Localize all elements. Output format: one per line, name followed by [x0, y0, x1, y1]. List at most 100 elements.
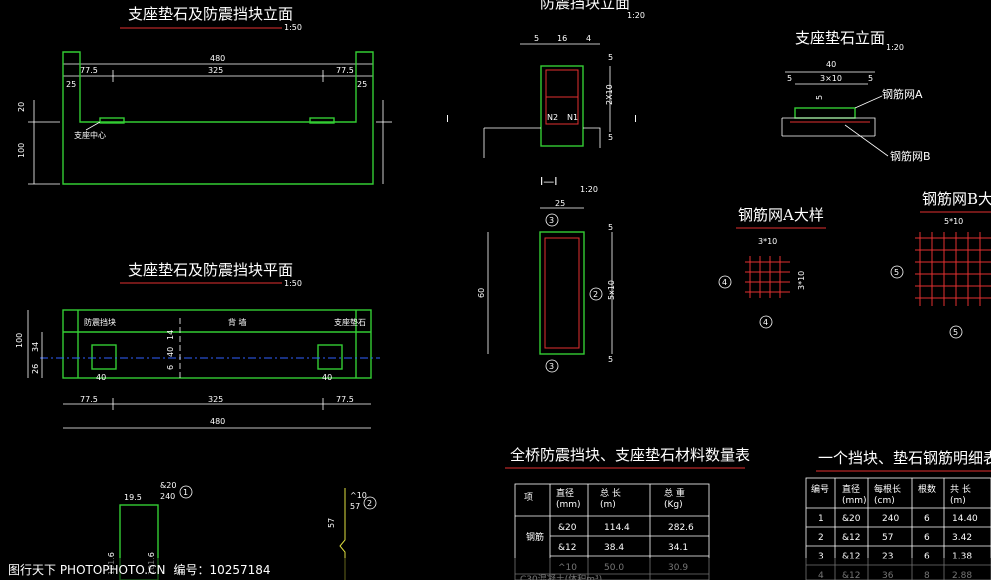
mat-h2-unit: (m) [600, 500, 616, 510]
mark-mesh-a-2: 4 [763, 318, 768, 327]
mark-sec-3a: 3 [549, 216, 554, 225]
elevation-title: 支座垫石及防震挡块立面 [128, 5, 293, 23]
dim-sec-w: 25 [555, 199, 565, 208]
rb-h4: 共 长 [950, 483, 971, 495]
dim-be-f: 5 [608, 133, 613, 142]
dim-be-d: 5 [608, 53, 613, 62]
dim-sec-u: 5 [608, 355, 613, 364]
rebar-table-title: 一个挡块、垫石钢筋明细表 [818, 449, 991, 467]
watermark-bar: 图行天下 PHOTOPHOTO.CN 编号：10257184 [0, 558, 991, 580]
rebar-cell: 240 [882, 514, 899, 524]
rebar-cell: 14.40 [952, 514, 978, 524]
watermark-id: 编号：10257184 [173, 562, 271, 577]
dim-h-top: 20 [17, 102, 26, 112]
elevation-scale: 1:50 [284, 23, 302, 32]
label-mesh-b: 钢筋网B [890, 149, 931, 163]
rb-h2: 每根长 [874, 483, 901, 495]
rb-h1: 直径 [842, 483, 860, 495]
materials-cell: &20 [558, 523, 577, 533]
mark-mesh-b-1: 5 [894, 268, 899, 277]
block-scale: 1:20 [627, 11, 645, 20]
materials-title: 全桥防震挡块、支座垫石材料数量表 [510, 446, 750, 464]
dim-mesh-a-b: 3*10 [797, 271, 806, 290]
section-view: I—I 1:20 25 60 5 5x10 5 3 2 3 [477, 175, 616, 373]
pad-title: 支座垫石立面 [795, 29, 885, 47]
dim-plan-a: 34 [31, 342, 40, 352]
mat-h1-unit: (mm) [556, 500, 581, 510]
rebar1-mark: 1 [183, 488, 188, 497]
label-block: 防震挡块 [84, 317, 116, 327]
label-n1: N1 [567, 113, 578, 122]
materials-cell: &12 [558, 543, 576, 553]
materials-cell: 34.1 [668, 543, 688, 553]
mark-mesh-a-1: 4 [722, 278, 727, 287]
dim-plan-left: 77.5 [80, 395, 98, 404]
label-wall: 背 墙 [228, 317, 247, 327]
section-scale: 1:20 [580, 185, 598, 194]
mat-h1: 直径 [556, 487, 574, 499]
mark-mesh-b-2: 5 [953, 328, 958, 337]
mesh-b-view: 钢筋网B大 5*10 5 5 [890, 190, 991, 339]
dim-sec-h: 60 [477, 288, 486, 298]
rebar2-dia: ^10 [350, 491, 367, 500]
dim-plan-h: 100 [15, 333, 24, 348]
dim-total: 480 [210, 54, 225, 63]
label-support-center: 支座中心 [74, 130, 106, 140]
watermark-site: 图行天下 PHOTOPHOTO.CN [8, 562, 166, 577]
label-mesh-a: 钢筋网A [882, 87, 923, 101]
block-elevation-view: 防震挡块立面 1:20 5 16 4 5 2X10 5 N2 N1 I I [446, 0, 645, 158]
dim-inset-r: 25 [357, 80, 367, 89]
label-sec-left: I [446, 114, 449, 125]
plan-title: 支座垫石及防震挡块平面 [128, 261, 293, 279]
plan-view: 支座垫石及防震挡块平面 1:50 防震挡块 背 墙 支座垫石 100 34 26… [15, 261, 380, 429]
rebar-cell: 1.38 [952, 552, 972, 562]
elevation-view: 支座垫石及防震挡块立面 1:50 480 77.5 325 77.5 25 25… [17, 5, 392, 185]
dim-plan-mid: 325 [208, 395, 223, 404]
rebar-cell: 3.42 [952, 533, 972, 543]
mat-h3-unit: (Kg) [664, 500, 683, 510]
rebar1-len: 240 [160, 492, 175, 501]
dim-be-a: 5 [534, 34, 539, 43]
dim-pad-d: 5 [868, 74, 873, 83]
block-title: 防震挡块立面 [540, 0, 630, 12]
dim-plan-g: 40 [166, 347, 175, 357]
mark-sec-3b: 3 [549, 362, 554, 371]
dim-sec-s: 5 [608, 223, 613, 232]
dim-plan-f: 6 [166, 365, 175, 370]
rebar-cell: 6 [924, 552, 930, 562]
dim-be-e: 2X10 [605, 84, 614, 105]
rebar-cell: &12 [842, 533, 860, 543]
label-pad: 支座垫石 [334, 317, 366, 327]
rb-h1-unit: (mm) [842, 496, 867, 506]
rb-h2-unit: (cm) [874, 496, 895, 506]
mesh-a-title: 钢筋网A大样 [738, 206, 824, 224]
rb-h4-unit: (m) [950, 496, 966, 506]
mat-h0: 项 [524, 492, 533, 503]
rebar-cell: 23 [882, 552, 893, 562]
rebar1-dim: 19.5 [124, 493, 142, 502]
mesh-b-title: 钢筋网B大 [922, 190, 991, 208]
pad-elevation-view: 支座垫石立面 1:20 40 3×10 5 5 5 钢筋网A 钢筋网B [781, 29, 931, 163]
rebar1-dia: &20 [160, 481, 176, 490]
mark-sec-2: 2 [593, 290, 598, 299]
rb-h0: 编号 [811, 483, 829, 495]
pad-scale: 1:20 [886, 43, 904, 52]
dim-pad-a: 40 [826, 60, 836, 69]
rebar-cell: 57 [882, 533, 893, 543]
mat-h3: 总 重 [664, 487, 685, 499]
label-sec-right: I [634, 114, 637, 125]
dim-be-b: 16 [557, 34, 567, 43]
rebar2-mark: 2 [367, 499, 372, 508]
dim-pad-b: 3×10 [820, 74, 842, 83]
dim-plan-e: 14 [166, 330, 175, 340]
rebar-cell: 3 [818, 552, 824, 562]
dim-mesh-a-a: 3*10 [758, 237, 777, 246]
rebar-cell: 6 [924, 533, 930, 543]
rebar-cell: 2 [818, 533, 824, 543]
mesh-a-view: 钢筋网A大样 3*10 3*10 4 4 [718, 206, 826, 329]
materials-cell: 114.4 [604, 523, 630, 533]
plan-scale: 1:50 [284, 279, 302, 288]
dim-right: 77.5 [336, 66, 354, 75]
dim-plan-total: 480 [210, 417, 225, 426]
dim-mid: 325 [208, 66, 223, 75]
